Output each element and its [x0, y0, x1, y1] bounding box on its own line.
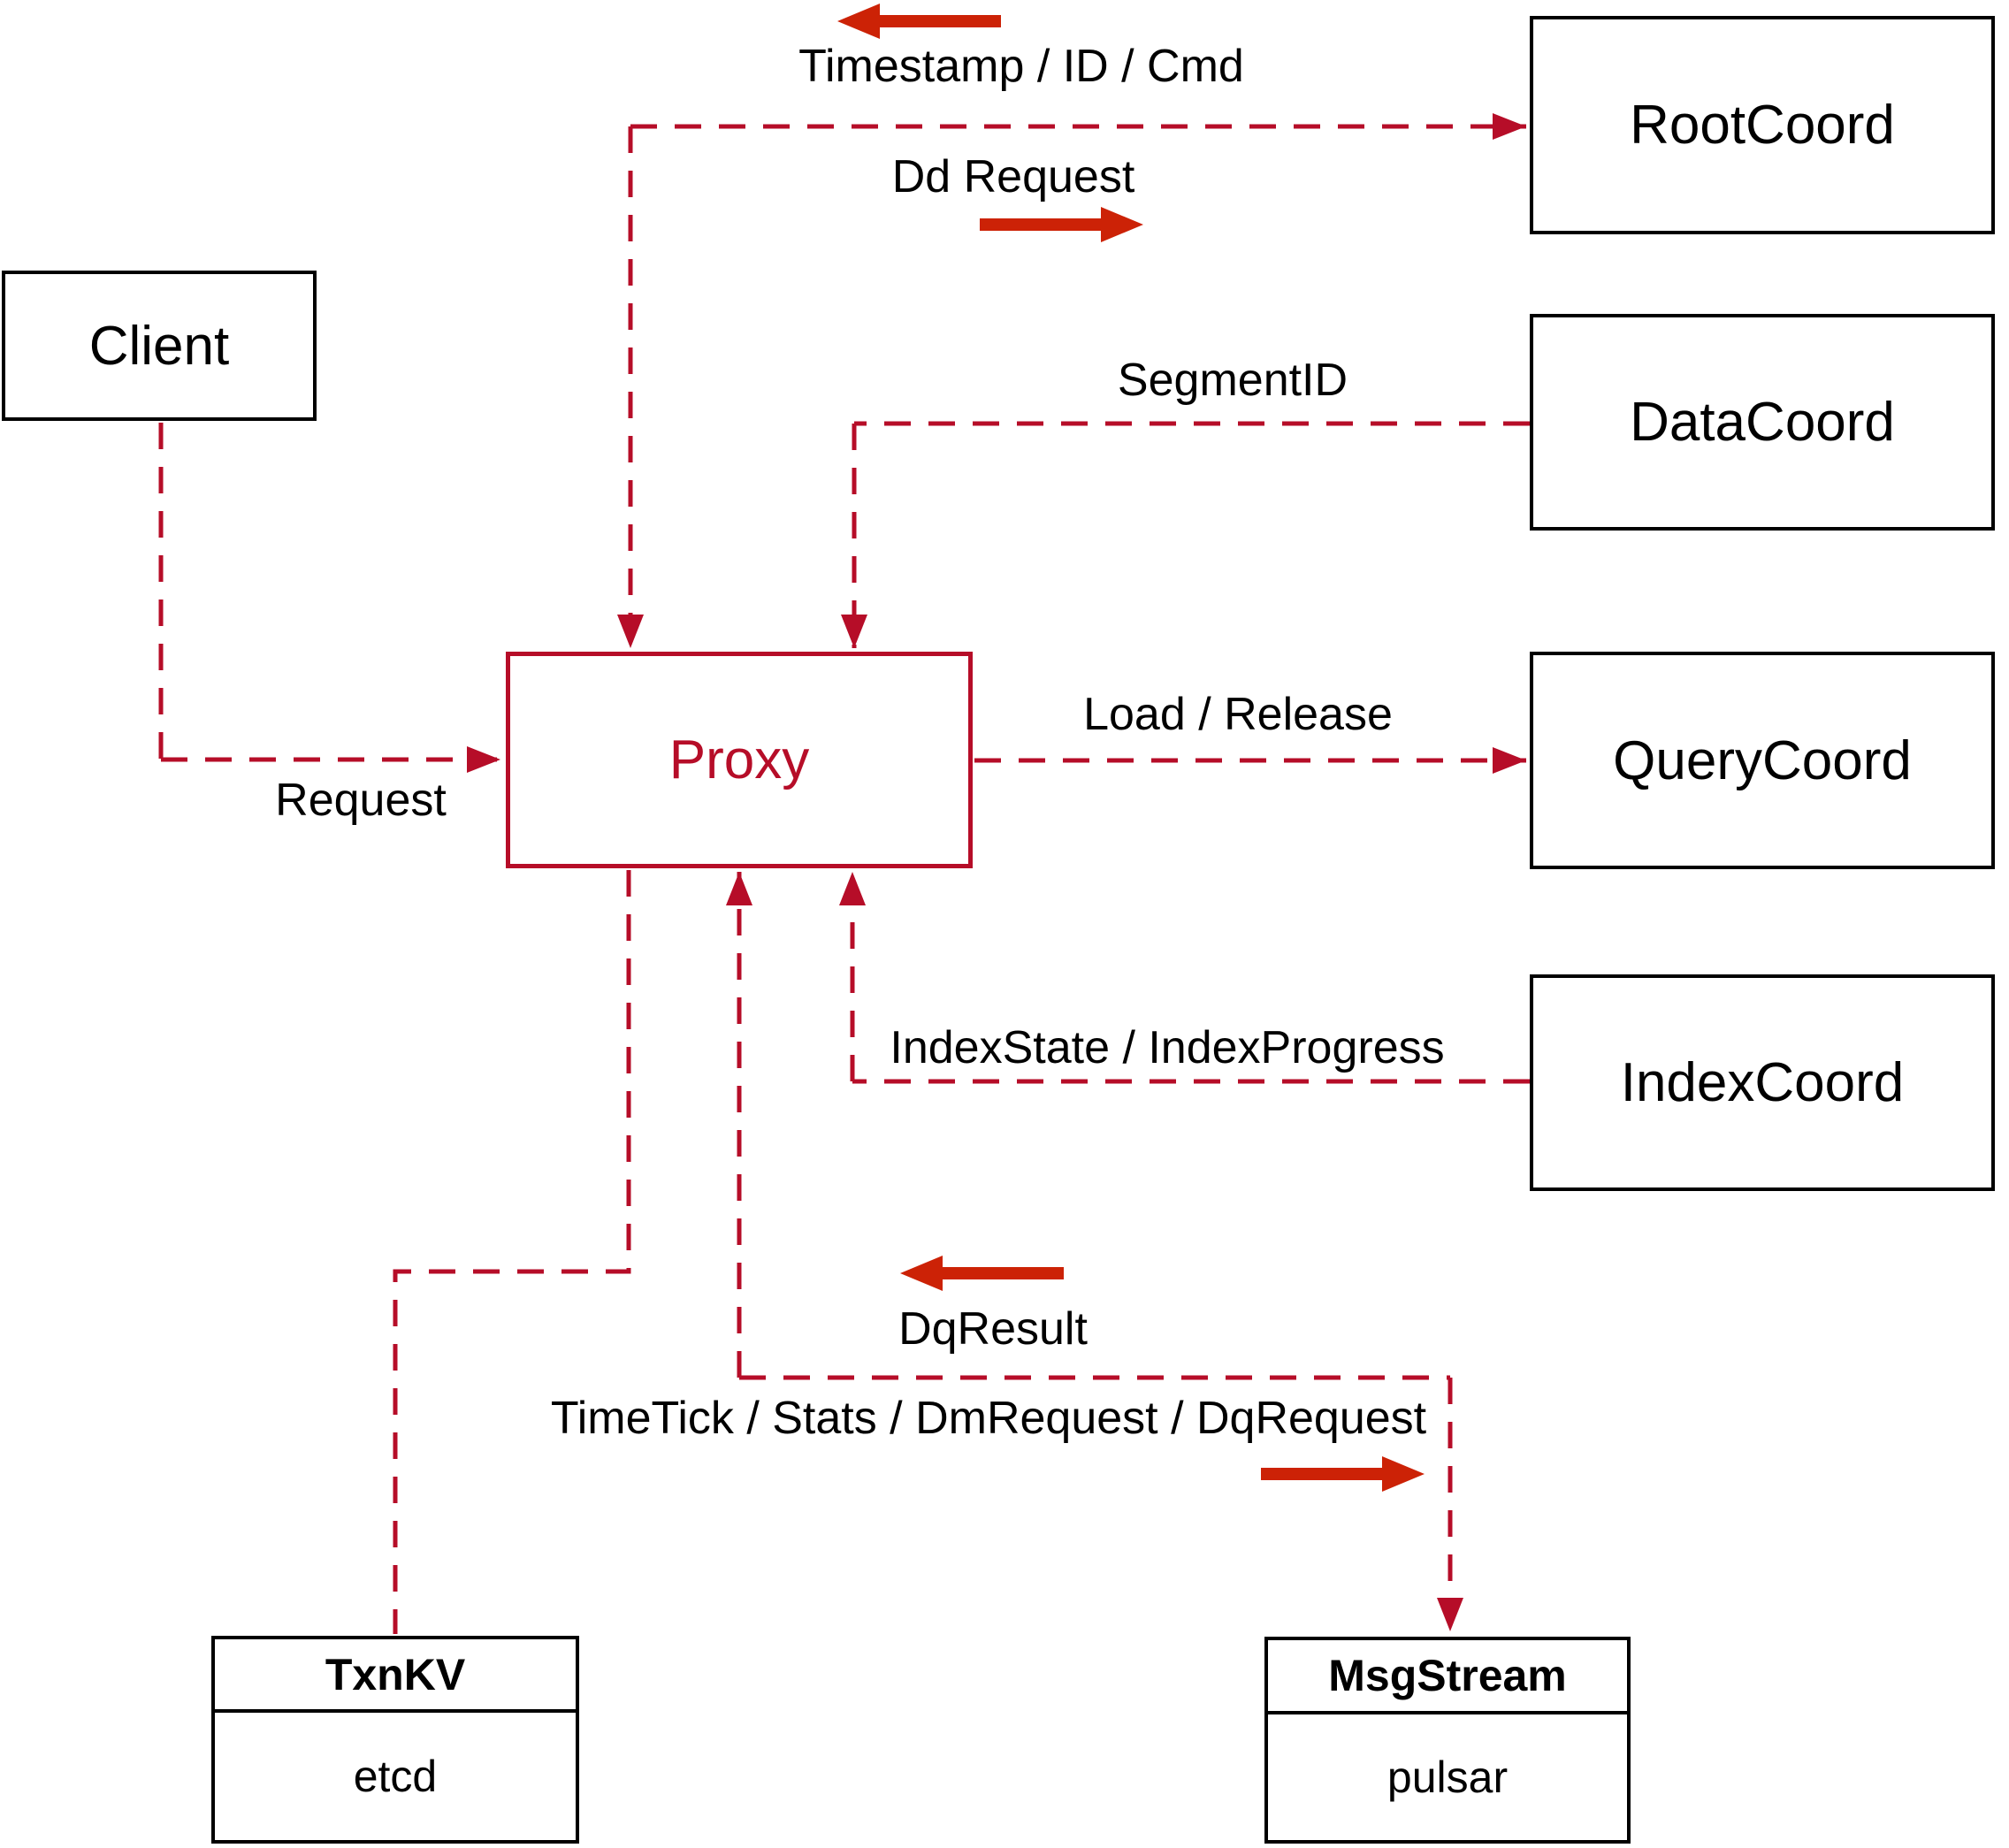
edge-label-segmentid: SegmentID: [1117, 355, 1348, 406]
edge-label-request: Request: [275, 775, 447, 826]
edge-label-indexstate-indexprogress: IndexState / IndexProgress: [890, 1022, 1445, 1073]
edge-label-dd-request: Dd Request: [891, 151, 1135, 202]
node-querycoord: QueryCoord: [1530, 652, 1995, 869]
node-msgstream-title: MsgStream: [1268, 1640, 1627, 1714]
node-querycoord-label: QueryCoord: [1613, 729, 1912, 791]
edge-label-dqresult: DqResult: [898, 1303, 1088, 1355]
node-indexcoord-label: IndexCoord: [1620, 1052, 1905, 1113]
edge-label-load-release: Load / Release: [1083, 689, 1393, 740]
node-msgstream: MsgStream pulsar: [1264, 1637, 1631, 1844]
edge-label-timetick-stats: TimeTick / Stats / DmRequest / DqRequest: [550, 1393, 1427, 1444]
direction-arrow-left-icon-timestamp: [837, 4, 1001, 39]
node-datacoord-label: DataCoord: [1630, 392, 1895, 453]
node-txnkv-title: TxnKV: [215, 1639, 576, 1713]
edge-label-timestamp-id-cmd: Timestamp / ID / Cmd: [798, 41, 1244, 92]
node-proxy: Proxy: [506, 652, 973, 868]
node-proxy-label: Proxy: [668, 729, 810, 790]
direction-arrow-left-icon-dqresult: [900, 1256, 1064, 1291]
node-datacoord: DataCoord: [1530, 314, 1995, 531]
direction-arrow-right-icon-timetick: [1261, 1456, 1425, 1492]
direction-arrow-right-icon-dd-request: [980, 207, 1143, 242]
node-txnkv-impl: etcd: [353, 1752, 438, 1801]
node-rootcoord: RootCoord: [1530, 16, 1995, 234]
node-rootcoord-label: RootCoord: [1630, 95, 1895, 156]
node-client: Client: [2, 271, 317, 421]
edge-proxy-txnkv: [393, 870, 631, 1634]
node-client-label: Client: [88, 315, 230, 377]
node-txnkv: TxnKV etcd: [211, 1636, 579, 1844]
node-msgstream-impl: pulsar: [1386, 1753, 1509, 1802]
node-indexcoord: IndexCoord: [1530, 974, 1995, 1191]
